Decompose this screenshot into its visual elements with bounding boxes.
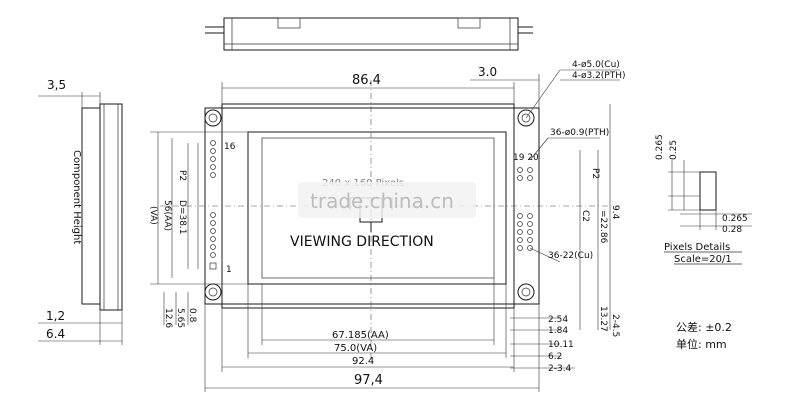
- aa-vertical-label: 56(AA): [162, 200, 172, 231]
- pin-19-20-label: 19 20: [513, 153, 539, 163]
- px-265-label: 0.265: [655, 134, 665, 160]
- aa-width-label: 67.185(AA): [332, 330, 389, 341]
- pin-16-label: 16: [224, 142, 236, 152]
- px-25-label: 0.25: [669, 140, 679, 160]
- panel-width-label: 86.4: [352, 73, 381, 88]
- v-dim-c-label: 0.8: [187, 308, 197, 323]
- right-margin-label: 3.0: [478, 65, 497, 79]
- side-dim-1-label: 1,2: [46, 309, 65, 323]
- right-1327-label: 13.27: [598, 306, 608, 332]
- dim-184-label: 1.84: [548, 326, 568, 336]
- side-dim-2-label: 6.4: [46, 327, 65, 341]
- pixels-details-label: Pixels Details: [664, 242, 730, 253]
- left-pin-header: [209, 140, 217, 270]
- pin-1-label: 1: [226, 265, 232, 275]
- right-2286-label: =22.86: [598, 210, 608, 244]
- side-thickness-label: 3,5: [47, 78, 66, 92]
- pads-note: 36-22(Cu): [548, 251, 593, 261]
- left-side-view: 3,5 Component Height 1,2 6.4: [38, 78, 123, 345]
- mounting-holes: [204, 109, 535, 301]
- bezel-width-label: 92.4: [352, 356, 374, 367]
- right-pin-header: [517, 167, 533, 251]
- pins-note: 36-ø0.9(PTH): [550, 128, 609, 138]
- right-p2-label: P2: [590, 168, 600, 179]
- front-view: 16 1 19 20 VIEWING DIRECTION 240 x 160 P…: [148, 60, 626, 392]
- right-c2-label: C2: [580, 210, 590, 222]
- watermark: trade.china.cn: [298, 182, 476, 218]
- v-dim-b-label: 5.65: [175, 308, 185, 328]
- right-94-label: 9.4: [610, 205, 620, 220]
- dim-62-label: 6.2: [548, 352, 562, 362]
- va-outline: [247, 131, 507, 285]
- dim-254-label: 2.54: [548, 315, 568, 325]
- top-side-view: [205, 17, 533, 51]
- watermark-text: trade.china.cn: [310, 189, 454, 213]
- overall-width-label: 97,4: [354, 373, 383, 388]
- dim-1011-label: 10.11: [548, 340, 574, 350]
- va-vertical-label: (VA): [148, 206, 158, 225]
- viewing-direction-label: VIEWING DIRECTION: [290, 234, 434, 250]
- p2-left-label: P2: [177, 170, 187, 181]
- right-245-label: 2-4.5: [610, 314, 620, 337]
- holes-note-2: 4-ø3.2(PTH): [572, 71, 626, 81]
- tolerance-label: 公差: ±0.2: [676, 320, 732, 334]
- dim-234-label: 2-3.4: [548, 364, 572, 374]
- aa-outline: [261, 137, 495, 279]
- d-dim-label: D=38.1: [177, 200, 187, 235]
- component-height-label: Component Height: [71, 150, 82, 244]
- va-width-label: 75.0(VA): [334, 343, 377, 354]
- v-dim-a-label: 12.6: [163, 308, 173, 328]
- unit-label: 单位: mm: [676, 337, 727, 351]
- pixel-details: 0.265 0.25 0.265 0.28 Pixels Details Sca…: [655, 134, 752, 265]
- holes-note-1: 4-ø5.0(Cu): [572, 60, 620, 70]
- scale-label: Scale=20/1: [674, 254, 732, 265]
- px-h265-label: 0.265: [722, 214, 748, 224]
- px-028-label: 0.28: [722, 225, 742, 235]
